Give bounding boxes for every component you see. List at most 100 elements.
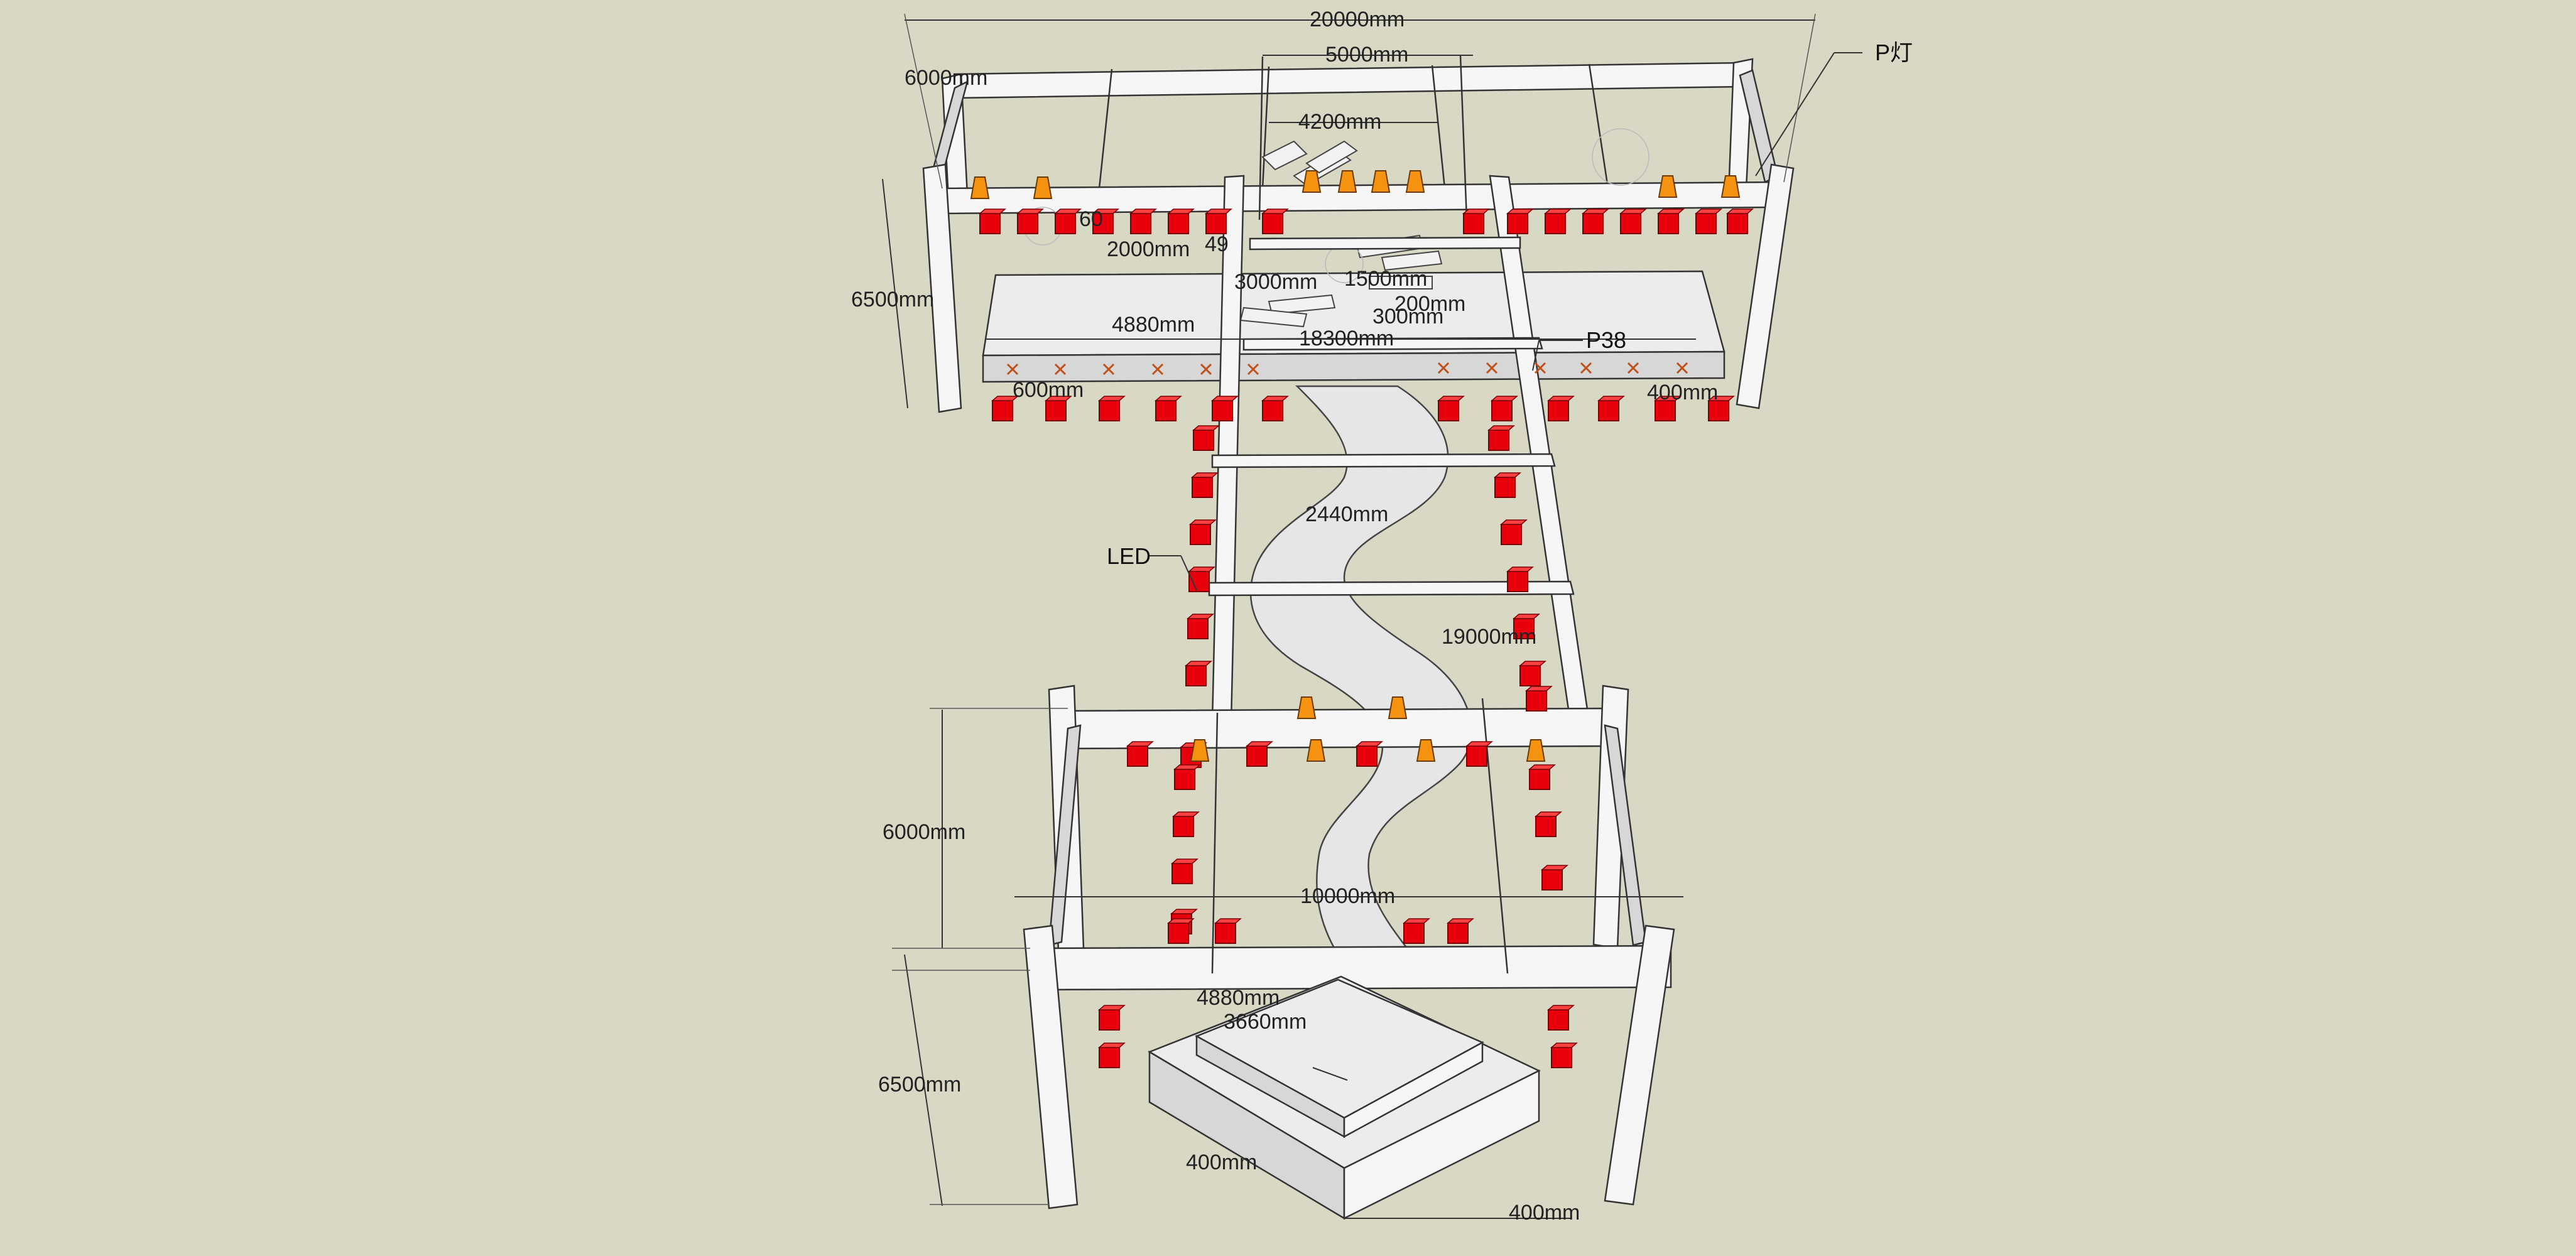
par-can bbox=[1371, 170, 1391, 193]
led-box bbox=[1437, 396, 1465, 421]
led-box bbox=[1205, 208, 1232, 234]
stair-step-5 bbox=[1369, 276, 1433, 290]
led-box bbox=[1506, 566, 1534, 592]
leader-p38 bbox=[1532, 340, 1540, 371]
dim-base-inner-line bbox=[1312, 1067, 1348, 1081]
led-box bbox=[1487, 425, 1515, 451]
ramp-surface bbox=[1249, 385, 1472, 956]
p38-marker bbox=[1534, 362, 1546, 374]
led-box bbox=[1544, 208, 1572, 234]
led-box bbox=[1528, 764, 1556, 790]
led-box bbox=[1211, 396, 1239, 421]
led-fixtures bbox=[979, 208, 1754, 1068]
dimension-lines bbox=[882, 13, 1816, 1219]
label-step-e: 18300mm bbox=[1299, 327, 1394, 350]
led-box bbox=[1167, 918, 1195, 944]
led-box bbox=[1192, 425, 1220, 451]
led-box bbox=[1547, 396, 1575, 421]
p38-marker bbox=[1102, 363, 1115, 376]
top-back-post-1 bbox=[1098, 68, 1113, 189]
par-can bbox=[1526, 739, 1546, 762]
p38-fixtures bbox=[1006, 362, 1688, 376]
par-can bbox=[1302, 170, 1322, 193]
label-base-outer: 4880mm bbox=[1197, 986, 1280, 1010]
led-box bbox=[1187, 614, 1214, 639]
led-box bbox=[1356, 741, 1383, 767]
label-base-step-left: 400mm bbox=[1186, 1150, 1257, 1174]
par-can bbox=[1337, 170, 1357, 193]
led-box bbox=[1098, 1042, 1126, 1068]
leader-p-light bbox=[1755, 52, 1835, 176]
led-box bbox=[1261, 208, 1289, 234]
led-box bbox=[1519, 661, 1546, 686]
led-box bbox=[1092, 208, 1119, 234]
led-box bbox=[1045, 396, 1072, 421]
bottom-truss bbox=[1023, 685, 1675, 1210]
bridge-crossbar-3 bbox=[1211, 453, 1556, 468]
dim-total-width-ext-left bbox=[904, 13, 943, 189]
top-front-left-column bbox=[922, 163, 962, 413]
par-can bbox=[1405, 170, 1425, 193]
label-step-b: 1500mm bbox=[1344, 267, 1427, 291]
led-box bbox=[1214, 918, 1242, 944]
par-can bbox=[1388, 696, 1408, 719]
led-box bbox=[1619, 208, 1647, 234]
callout-p-light: P灯 bbox=[1875, 40, 1913, 65]
par-can bbox=[970, 176, 990, 199]
p38-marker bbox=[1486, 362, 1498, 374]
dim-bottom-height-line bbox=[904, 954, 943, 1206]
label-spacing-a: 2000mm bbox=[1107, 237, 1190, 261]
label-stage-width: 4880mm bbox=[1112, 313, 1195, 337]
led-box bbox=[1173, 764, 1201, 790]
led-box bbox=[1657, 208, 1685, 234]
callout-p38: P38 bbox=[1586, 327, 1626, 353]
stair-step-4 bbox=[1381, 250, 1443, 271]
led-box bbox=[1547, 1005, 1575, 1031]
label-edge-b: 400mm bbox=[1647, 381, 1718, 404]
label-partial-b: 60 bbox=[1079, 207, 1103, 231]
led-box bbox=[1494, 472, 1521, 498]
serpentine-ramp bbox=[1249, 385, 1472, 956]
led-box bbox=[1129, 208, 1157, 234]
par-can bbox=[1720, 175, 1741, 198]
led-box bbox=[1541, 865, 1568, 891]
led-box bbox=[1403, 918, 1430, 944]
bridge-crossbar-1 bbox=[1249, 236, 1521, 251]
callout-led: LED bbox=[1107, 543, 1151, 569]
bridge-top-post-left bbox=[1258, 56, 1264, 220]
led-box bbox=[1462, 208, 1490, 234]
led-box bbox=[1191, 472, 1219, 498]
led-box bbox=[1500, 519, 1528, 545]
bottom-post-left bbox=[1211, 712, 1219, 974]
bridge-crossbar-2 bbox=[1242, 337, 1543, 351]
dimension-labels: 20000mm 5000mm 6000mm 4200mm 60 2000mm 4… bbox=[851, 8, 1718, 1225]
top-platform-front bbox=[982, 350, 1725, 383]
led-box bbox=[1185, 661, 1212, 686]
callout-labels: P灯 P38 LED bbox=[1107, 40, 1913, 569]
label-ramp-width: 2440mm bbox=[1305, 502, 1388, 526]
led-box bbox=[1597, 396, 1625, 421]
p38-marker bbox=[1580, 362, 1592, 374]
bottom-front-left-column bbox=[1023, 924, 1079, 1210]
stair-step-2 bbox=[1305, 140, 1358, 174]
bridge-structure bbox=[1208, 55, 1590, 723]
dim-top-height-line bbox=[882, 178, 908, 409]
led-box bbox=[1188, 566, 1215, 592]
par-can bbox=[1416, 739, 1436, 762]
label-stair-width: 4200mm bbox=[1298, 110, 1381, 134]
led-box bbox=[1525, 686, 1553, 712]
led-box bbox=[1171, 858, 1198, 884]
led-box bbox=[1167, 208, 1195, 234]
label-top-inner-width: 5000mm bbox=[1325, 43, 1408, 67]
led-box bbox=[1098, 1005, 1126, 1031]
label-bottom-height: 6500mm bbox=[878, 1073, 961, 1096]
led-box bbox=[991, 396, 1019, 421]
top-back-post-3 bbox=[1431, 65, 1446, 189]
label-step-a: 3000mm bbox=[1234, 270, 1317, 294]
p38-marker bbox=[1200, 363, 1212, 376]
led-box bbox=[1535, 811, 1562, 837]
p38-marker bbox=[1676, 362, 1688, 374]
label-bottom-depth: 6000mm bbox=[883, 820, 965, 844]
bridge-top-post-right bbox=[1459, 55, 1468, 220]
bridge-left-rail bbox=[1211, 175, 1245, 723]
